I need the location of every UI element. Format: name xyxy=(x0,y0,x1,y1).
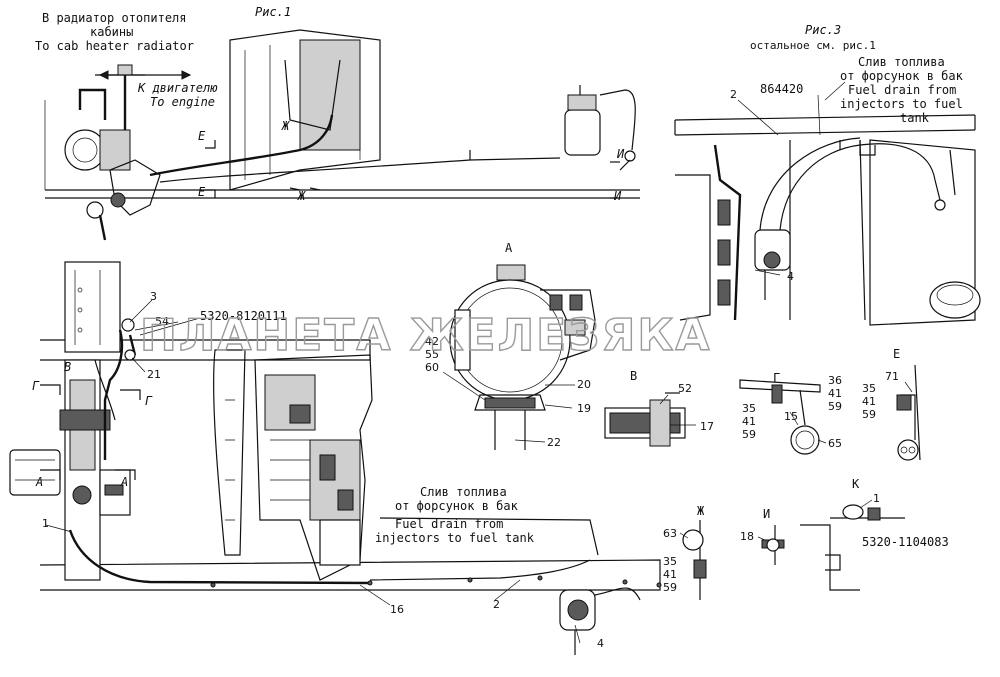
callout-21-main: 21 xyxy=(147,368,161,381)
callout-55-view-a: 55 xyxy=(425,348,439,361)
fuel-drain-en-top-line1: Fuel drain from xyxy=(848,83,956,97)
callout-4-fig3: 4 xyxy=(787,270,794,283)
section-mark-zh-top: Ж xyxy=(281,119,290,133)
callout-35-view-g: 35 xyxy=(742,402,756,415)
callout-71-view-e: 71 xyxy=(885,370,899,383)
callout-3-main: 3 xyxy=(150,290,157,303)
callout-60-view-a: 60 xyxy=(425,361,439,374)
view-i-clip xyxy=(757,525,785,565)
section-mark-e-top: Е xyxy=(198,129,206,143)
section-mark-g-left: Г xyxy=(32,379,40,393)
main-view-chassis xyxy=(9,261,662,655)
callout-16-main: 16 xyxy=(390,603,404,616)
fuel-drain-en-bottom-line2: injectors to fuel tank xyxy=(375,531,535,545)
callout-1-main: 1 xyxy=(42,517,49,530)
view-e-label: Е xyxy=(893,347,900,361)
section-mark-e-bottom: Е xyxy=(198,185,206,199)
section-mark-g-right: Г xyxy=(145,394,153,408)
section-mark-a-right: А xyxy=(120,475,128,489)
fuel-drain-ru-bottom-line2: от форсунок в бак xyxy=(395,499,519,513)
fuel-drain-ru-bottom-line1: Слив топлива xyxy=(420,485,507,499)
part-number-1104083: 5320-1104083 xyxy=(862,535,949,549)
part-number-864420: 864420 xyxy=(760,82,803,96)
callout-41-view-g-b: 41 xyxy=(742,415,756,428)
callout-59-view-e: 59 xyxy=(862,408,876,421)
fuel-drain-ru-top-line2: от форсунок в бак xyxy=(840,69,964,83)
callout-35-view-e: 35 xyxy=(862,382,876,395)
view-b-hose-clamp xyxy=(604,392,696,447)
figure-1-heater-lines xyxy=(44,29,640,241)
section-mark-v-main: В xyxy=(64,360,71,374)
callout-1-view-k: 1 xyxy=(873,492,880,505)
view-g-bracket xyxy=(739,379,827,455)
callout-2-main: 2 xyxy=(493,598,500,611)
view-g-label: Г xyxy=(773,371,780,385)
fig3-title: Рис.3 xyxy=(805,23,841,37)
callout-36-view-g: 36 xyxy=(828,374,842,387)
view-a-label: А xyxy=(505,241,513,255)
callout-41-view-e: 41 xyxy=(862,395,876,408)
callout-2-fig3: 2 xyxy=(730,88,737,101)
view-a-heater xyxy=(442,264,596,450)
callout-65-view-g: 65 xyxy=(828,437,842,450)
radiator-ru-line2: кабины xyxy=(90,25,133,39)
section-mark-i-bottom: И xyxy=(613,189,622,203)
fuel-drain-en-top-line3: tank xyxy=(900,111,930,125)
callout-41-view-zh: 41 xyxy=(663,568,677,581)
view-k-label: К xyxy=(852,477,860,491)
callout-41-view-g: 41 xyxy=(828,387,842,400)
view-i-label: И xyxy=(763,507,770,521)
callout-20-view-a: 20 xyxy=(577,378,591,391)
callout-4-main: 4 xyxy=(597,637,604,650)
callout-18-view-i: 18 xyxy=(740,530,754,543)
fig3-subtitle: остальное см. рис.1 xyxy=(750,39,876,52)
callout-54-main: 54 xyxy=(155,315,169,328)
view-zh-clamp xyxy=(679,520,707,600)
fuel-drain-en-bottom-line1: Fuel drain from xyxy=(395,517,503,531)
fuel-drain-en-top-line2: injectors to fuel xyxy=(840,97,963,111)
view-b-label: В xyxy=(630,369,637,383)
section-mark-zh-bottom: Ж xyxy=(297,189,306,203)
radiator-ru-line1: В радиатор отопителя xyxy=(42,11,187,25)
callout-22-view-a: 22 xyxy=(547,436,561,449)
view-zh-label: Ж xyxy=(697,504,705,518)
figure-3-fuel-drain xyxy=(674,81,981,326)
callout-59-view-zh: 59 xyxy=(663,581,677,594)
callout-19-view-a: 19 xyxy=(577,402,591,415)
fig1-title: Рис.1 xyxy=(255,5,291,19)
callout-63-view-zh: 63 xyxy=(663,527,677,540)
part-number-8120111: 5320-8120111 xyxy=(200,309,287,323)
fuel-drain-ru-top-line1: Слив топлива xyxy=(858,55,945,69)
view-e-clamp xyxy=(896,364,921,461)
section-mark-a-left: А xyxy=(35,475,43,489)
watermark: ПЛАНЕТА ЖЕЛЕЗЯКА xyxy=(140,310,711,361)
callout-59-view-g-b: 59 xyxy=(742,428,756,441)
callout-52-view-b: 52 xyxy=(678,382,692,395)
callout-35-view-zh: 35 xyxy=(663,555,677,568)
engine-ru: К двигателю xyxy=(137,81,217,95)
callout-59-view-g: 59 xyxy=(828,400,842,413)
callout-17-view-b: 17 xyxy=(700,420,714,433)
section-mark-i-top: И xyxy=(616,147,625,161)
callout-42-view-a: 42 xyxy=(425,335,439,348)
view-k-mount xyxy=(800,499,905,591)
callout-15-view-g: 15 xyxy=(784,410,798,423)
engine-en: To engine xyxy=(150,95,215,109)
radiator-en: To cab heater radiator xyxy=(35,39,194,53)
